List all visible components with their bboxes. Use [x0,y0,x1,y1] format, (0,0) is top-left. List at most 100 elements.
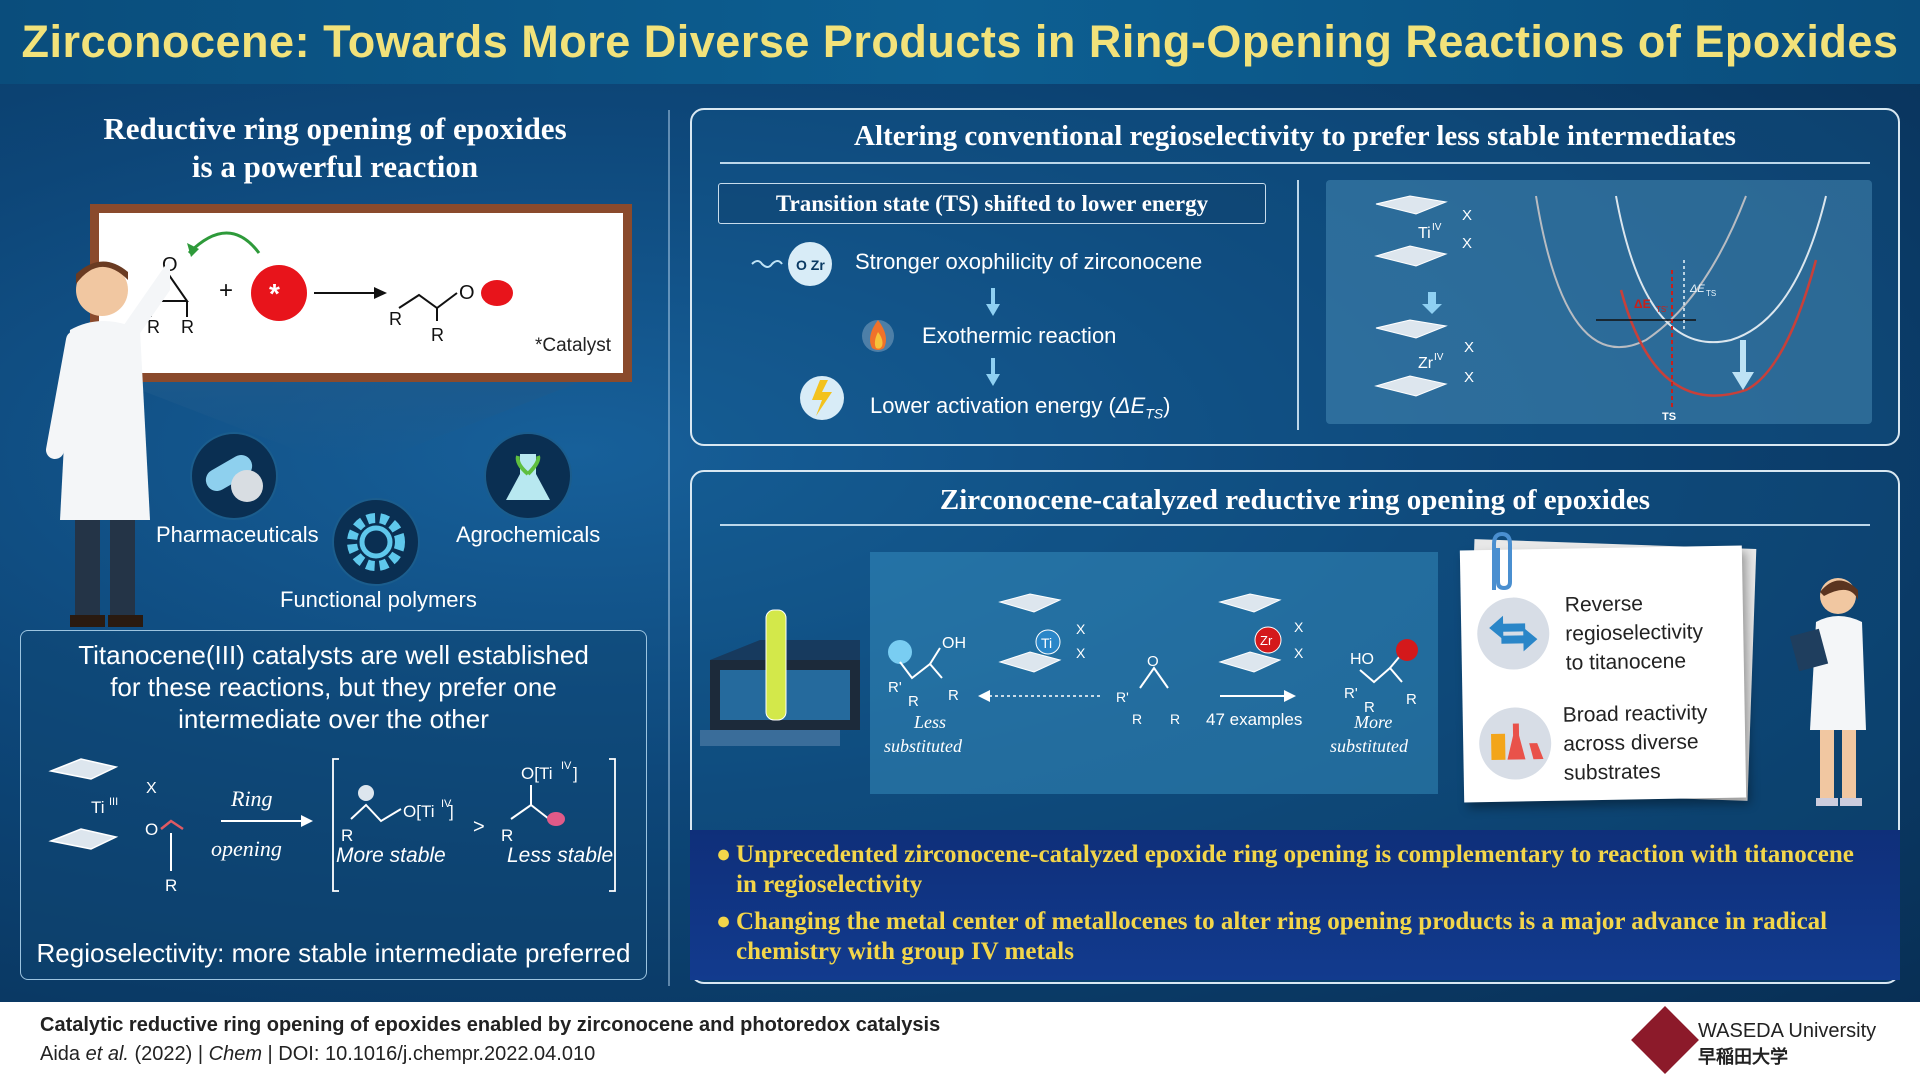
flask-plant-icon [484,432,572,520]
svg-text:R: R [1132,711,1142,727]
titanocene-text-2: for these reactions, but they prefer one [110,672,557,702]
svg-text:O[Ti: O[Ti [521,764,552,783]
citation-doi: | DOI: 10.1016/j.chempr.2022.04.010 [262,1043,596,1065]
ts-subscript: TS [1145,405,1164,422]
bullet-1: ●Unprecedented zirconocene-catalyzed epo… [716,840,1866,900]
photoreactor-illustration [700,609,860,746]
less-stable-label: Less stable [507,844,614,867]
top-panel: Altering conventional regioselectivity t… [690,108,1900,446]
svg-text:>: > [473,816,485,838]
delta-e: ΔE [1115,393,1146,418]
summary-icons [1477,597,1552,780]
app-label-pharmaceuticals: Pharmaceuticals [156,522,319,547]
svg-text:*: * [269,278,280,309]
svg-text:R': R' [1344,685,1358,702]
svg-text:IV: IV [1432,222,1442,233]
scientist-illustration-right [1789,578,1866,806]
citation-etal: et al. [85,1043,129,1065]
reaction-box: OH R' R R Ti X X O R' R R Zr X X HO R' R… [870,552,1438,794]
ts-axis-label: TS [1662,411,1676,423]
zirconocene-scheme: OH R' R R Ti X X O R' R R Zr X X HO R' R… [888,593,1418,727]
svg-text:TS: TS [1706,289,1716,298]
less-substituted-label: substituted [884,736,963,756]
scientist-illustration-left [46,258,170,627]
titanocene-scheme: Ti III X O R R O[Ti IV ] > O[Ti IV ] R [48,758,616,895]
titanocene-text-3: intermediate over the other [178,704,489,734]
svg-text:Zr: Zr [1260,633,1273,648]
gear-icon [332,498,420,586]
left-heading-1: Reductive ring opening of epoxides [103,111,567,146]
svg-text:X: X [1294,619,1304,635]
university-name-jp: 早稲田大学 [1698,1047,1788,1067]
reverse-line-3: to titanocene [1565,649,1687,675]
svg-text:O Zr: O Zr [796,257,825,273]
fire-icon [862,320,894,352]
step-exothermic: Exothermic reaction [922,323,1117,348]
reverse-line-2: regioselectivity [1565,620,1704,646]
svg-text:X: X [1464,369,1474,386]
svg-text:Ti: Ti [1418,225,1431,242]
more-stable-label: More stable [336,844,446,867]
regioselectivity-text: Regioselectivity: more stable intermedia… [36,938,631,968]
titanocene-box: Titanocene(III) catalysts are well estab… [20,630,647,980]
svg-text:Zr: Zr [1418,355,1434,372]
svg-text:R: R [1364,699,1375,716]
svg-text:R': R' [888,679,902,696]
examples-label: 47 examples [1206,710,1303,729]
university-name: WASEDA University [1698,1020,1877,1042]
summary-paper: Reverse regioselectivity to titanocene B… [1459,545,1747,803]
svg-text:O: O [145,820,158,839]
more-substituted-label: substituted [1330,736,1409,756]
citation: Aida et al. (2022) | Chem | DOI: 10.1016… [40,1043,595,1066]
paperclip-icon [1492,531,1512,591]
step-activation-energy: Lower activation energy (ΔETS) [870,393,1171,422]
page-title: Zirconocene: Towards More Diverse Produc… [21,16,1899,67]
svg-text:IV: IV [561,760,572,772]
citation-year: (2022) | [128,1043,209,1065]
bottom-panel-heading: Zirconocene-catalyzed reductive ring ope… [939,484,1651,516]
svg-text:X: X [146,780,157,797]
svg-text:Ti: Ti [1041,635,1052,651]
svg-text:X: X [1294,645,1304,661]
svg-text:HO: HO [1350,651,1374,668]
svg-text:R: R [501,826,513,845]
step-icons: O Zr [751,242,844,420]
reverse-line-1: Reverse [1564,592,1644,617]
bullet-1-dot: ● [716,841,732,868]
top-panel-divider [1297,180,1299,430]
svg-text:]: ] [449,802,454,821]
opening-label: opening [211,836,282,861]
bullet-1-text: Unprecedented zirconocene-catalyzed epox… [736,841,1854,898]
down-arrow-1 [986,288,1000,316]
svg-text:ΔE: ΔE [1634,297,1651,311]
whiteboard: O R R + * R R O *Catalyst [90,204,632,382]
svg-text:OH: OH [942,635,966,652]
svg-text:O[Ti: O[Ti [403,802,434,821]
svg-text:R: R [1170,711,1180,727]
citation-journal: Chem [208,1043,262,1065]
ring-label: Ring [231,786,273,811]
less-label: Less [914,712,947,732]
bullet-2-dot: ● [716,908,732,935]
svg-text:+: + [219,277,233,304]
svg-text:R: R [147,317,160,337]
svg-text:R: R [948,687,959,704]
svg-text:R: R [181,317,194,337]
svg-text:]: ] [573,764,578,783]
step-activation-energy-label: Lower activation energy ( [870,393,1116,418]
ts-box: Transition state (TS) shifted to lower e… [718,183,1266,224]
conclusion-band [690,830,1900,980]
svg-text:R: R [431,325,444,345]
title-bar: Zirconocene: Towards More Diverse Produc… [0,0,1920,84]
app-label-agrochemicals: Agrochemicals [456,522,601,547]
svg-text:X: X [1462,207,1472,224]
svg-text:O: O [459,282,475,304]
svg-text:R: R [341,826,353,845]
energy-graph-box: Ti IV X X Zr IV X X ΔE TS' ΔE TS TS [1326,180,1872,424]
catalyst-note: *Catalyst [535,335,612,356]
svg-text:R: R [908,693,919,710]
svg-text:IV: IV [441,798,452,810]
bullet-2: ●Changing the metal center of metallocen… [716,907,1866,967]
paper-title: Catalytic reductive ring opening of epox… [40,1014,941,1036]
app-label-functional-polymers: Functional polymers [280,587,477,612]
